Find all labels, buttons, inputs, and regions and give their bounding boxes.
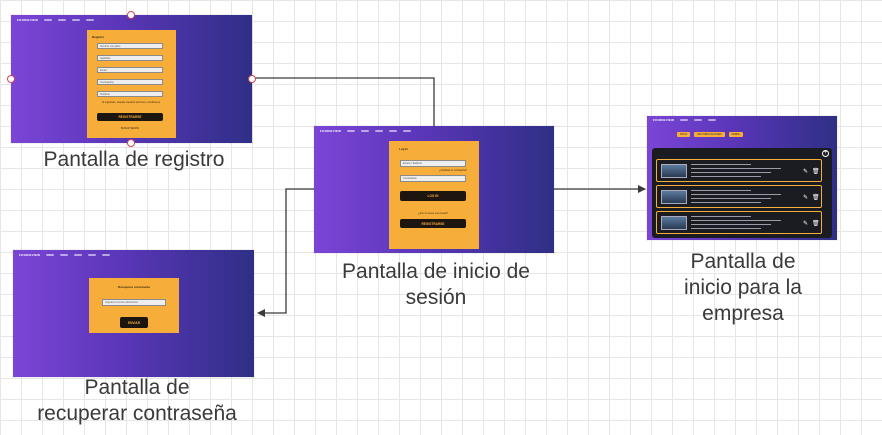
recuperar-field-email[interactable]: Ingresa tu correo electrónico xyxy=(102,299,166,306)
post-item[interactable]: ✎ 🗑 xyxy=(656,211,822,234)
selection-handle[interactable] xyxy=(127,11,135,19)
nav-link xyxy=(46,254,55,256)
selection-handle[interactable] xyxy=(248,75,256,83)
empresa-posts-panel: + ✎ 🗑 ✎ 🗑 ✎ 🗑 xyxy=(652,148,832,238)
delete-icon[interactable]: 🗑 xyxy=(812,221,820,227)
post-text-line xyxy=(691,190,751,191)
delete-icon[interactable]: 🗑 xyxy=(812,195,820,201)
login-screen-mockup[interactable]: FOODIEVIEW Log In Email o Teléfono ¿Olvi… xyxy=(314,126,554,253)
nav-link xyxy=(403,130,412,132)
nav-link xyxy=(361,130,370,132)
nav-link xyxy=(694,119,703,121)
post-text-line xyxy=(691,198,771,199)
empresa-tab-perfil[interactable]: PERFIL xyxy=(728,132,743,137)
nav-link xyxy=(680,119,689,121)
nav-link xyxy=(74,254,83,256)
login-field-email[interactable]: Email o Teléfono xyxy=(400,160,466,167)
registro-terms-text: Al registrarte, aceptas nuestros término… xyxy=(101,101,161,104)
label-registro: Pantalla de registro xyxy=(43,148,225,171)
login-register-button[interactable]: REGISTRARSE xyxy=(400,219,466,228)
nav-link xyxy=(44,19,53,21)
post-text-line xyxy=(691,168,781,169)
login-register-question: ¿Aún no tienes una cuenta? xyxy=(418,212,448,215)
connector-registro-login xyxy=(252,77,435,126)
nav-link xyxy=(389,130,398,132)
post-text-line xyxy=(691,172,771,173)
nav-link xyxy=(72,19,81,21)
post-thumbnail xyxy=(661,190,687,204)
nav-link xyxy=(88,254,97,256)
login-title: Log In xyxy=(399,147,408,151)
recuperar-submit-button[interactable]: ENVIAR xyxy=(120,317,148,328)
post-text-line xyxy=(691,164,751,165)
nav-link xyxy=(60,254,69,256)
brand-logo: FOODIEVIEW xyxy=(653,118,675,122)
post-text-line xyxy=(691,224,771,225)
edit-icon[interactable]: ✎ xyxy=(803,221,809,227)
recuperar-title: Recuperar contraseña xyxy=(118,285,150,289)
delete-icon[interactable]: 🗑 xyxy=(812,169,820,175)
brand-logo: FOODIEVIEW xyxy=(320,129,342,133)
recuperar-navbar: FOODIEVIEW xyxy=(13,250,254,260)
brand-logo: FOODIEVIEW xyxy=(17,18,39,22)
post-text-line xyxy=(691,202,761,203)
recuperar-screen-mockup[interactable]: FOODIEVIEW Recuperar contraseña Ingresa … xyxy=(13,250,254,377)
post-thumbnail xyxy=(661,216,687,230)
post-text-line xyxy=(691,220,781,221)
nav-link xyxy=(58,19,67,21)
label-recuperar: Pantalla de recuperar contraseña xyxy=(37,376,237,425)
registro-login-link[interactable]: INICIAR SESIÓN xyxy=(120,127,140,130)
nav-link xyxy=(708,119,717,121)
registro-screen-mockup[interactable]: FOODIEVIEW Registro Nombre completo Apel… xyxy=(11,15,252,143)
label-empresa: Pantalla de inicio para la empresa xyxy=(684,250,802,325)
empresa-tab-publicaciones[interactable]: MIS PUBLICACIONES xyxy=(694,132,725,137)
selection-handle[interactable] xyxy=(127,139,135,147)
post-text-line xyxy=(691,194,781,195)
registro-submit-button[interactable]: REGISTRARSE xyxy=(97,113,163,121)
registro-form-card: Registro Nombre completo Apellidos Email… xyxy=(87,30,176,138)
selection-handle[interactable] xyxy=(7,75,15,83)
empresa-header-tabs: INICIO MIS PUBLICACIONES PERFIL xyxy=(677,132,743,137)
post-item[interactable]: ✎ 🗑 xyxy=(656,185,822,208)
login-navbar: FOODIEVIEW xyxy=(314,126,554,136)
login-forgot-link[interactable]: ¿Olvidaste tu contraseña? xyxy=(439,169,467,172)
label-inicio-sesion: Pantalla de inicio de sesión xyxy=(342,260,530,309)
post-text-line xyxy=(691,216,751,217)
post-text-line xyxy=(691,176,761,177)
connector-login-recuperar xyxy=(257,188,314,317)
login-form-card: Log In Email o Teléfono ¿Olvidaste tu co… xyxy=(389,141,479,249)
nav-link xyxy=(375,130,384,132)
registro-title: Registro xyxy=(92,35,105,39)
registro-field-password[interactable]: Contraseña xyxy=(97,79,163,85)
nav-link xyxy=(102,254,111,256)
registro-field-apellidos[interactable]: Apellidos xyxy=(97,55,163,61)
brand-logo: FOODIEVIEW xyxy=(19,253,41,257)
nav-link xyxy=(347,130,356,132)
edit-icon[interactable]: ✎ xyxy=(803,195,809,201)
empresa-navbar: FOODIEVIEW xyxy=(647,116,837,124)
recuperar-form-card: Recuperar contraseña Ingresa tu correo e… xyxy=(89,278,179,333)
post-text-line xyxy=(691,228,761,229)
login-field-password[interactable]: Contraseña xyxy=(400,175,466,182)
registro-field-email[interactable]: Email xyxy=(97,67,163,73)
post-thumbnail xyxy=(661,164,687,178)
edit-icon[interactable]: ✎ xyxy=(803,169,809,175)
post-item[interactable]: ✎ 🗑 xyxy=(656,159,822,182)
registro-field-nombre[interactable]: Nombre completo xyxy=(97,43,163,49)
nav-link xyxy=(86,19,95,21)
login-submit-button[interactable]: LOG IN xyxy=(400,191,466,201)
empresa-screen-mockup[interactable]: FOODIEVIEW INICIO MIS PUBLICACIONES PERF… xyxy=(647,116,837,240)
registro-field-telefono[interactable]: Teléfono xyxy=(97,91,163,97)
registro-navbar: FOODIEVIEW xyxy=(11,15,252,25)
add-post-button[interactable]: + xyxy=(822,150,829,157)
empresa-tab-inicio[interactable]: INICIO xyxy=(677,132,691,137)
